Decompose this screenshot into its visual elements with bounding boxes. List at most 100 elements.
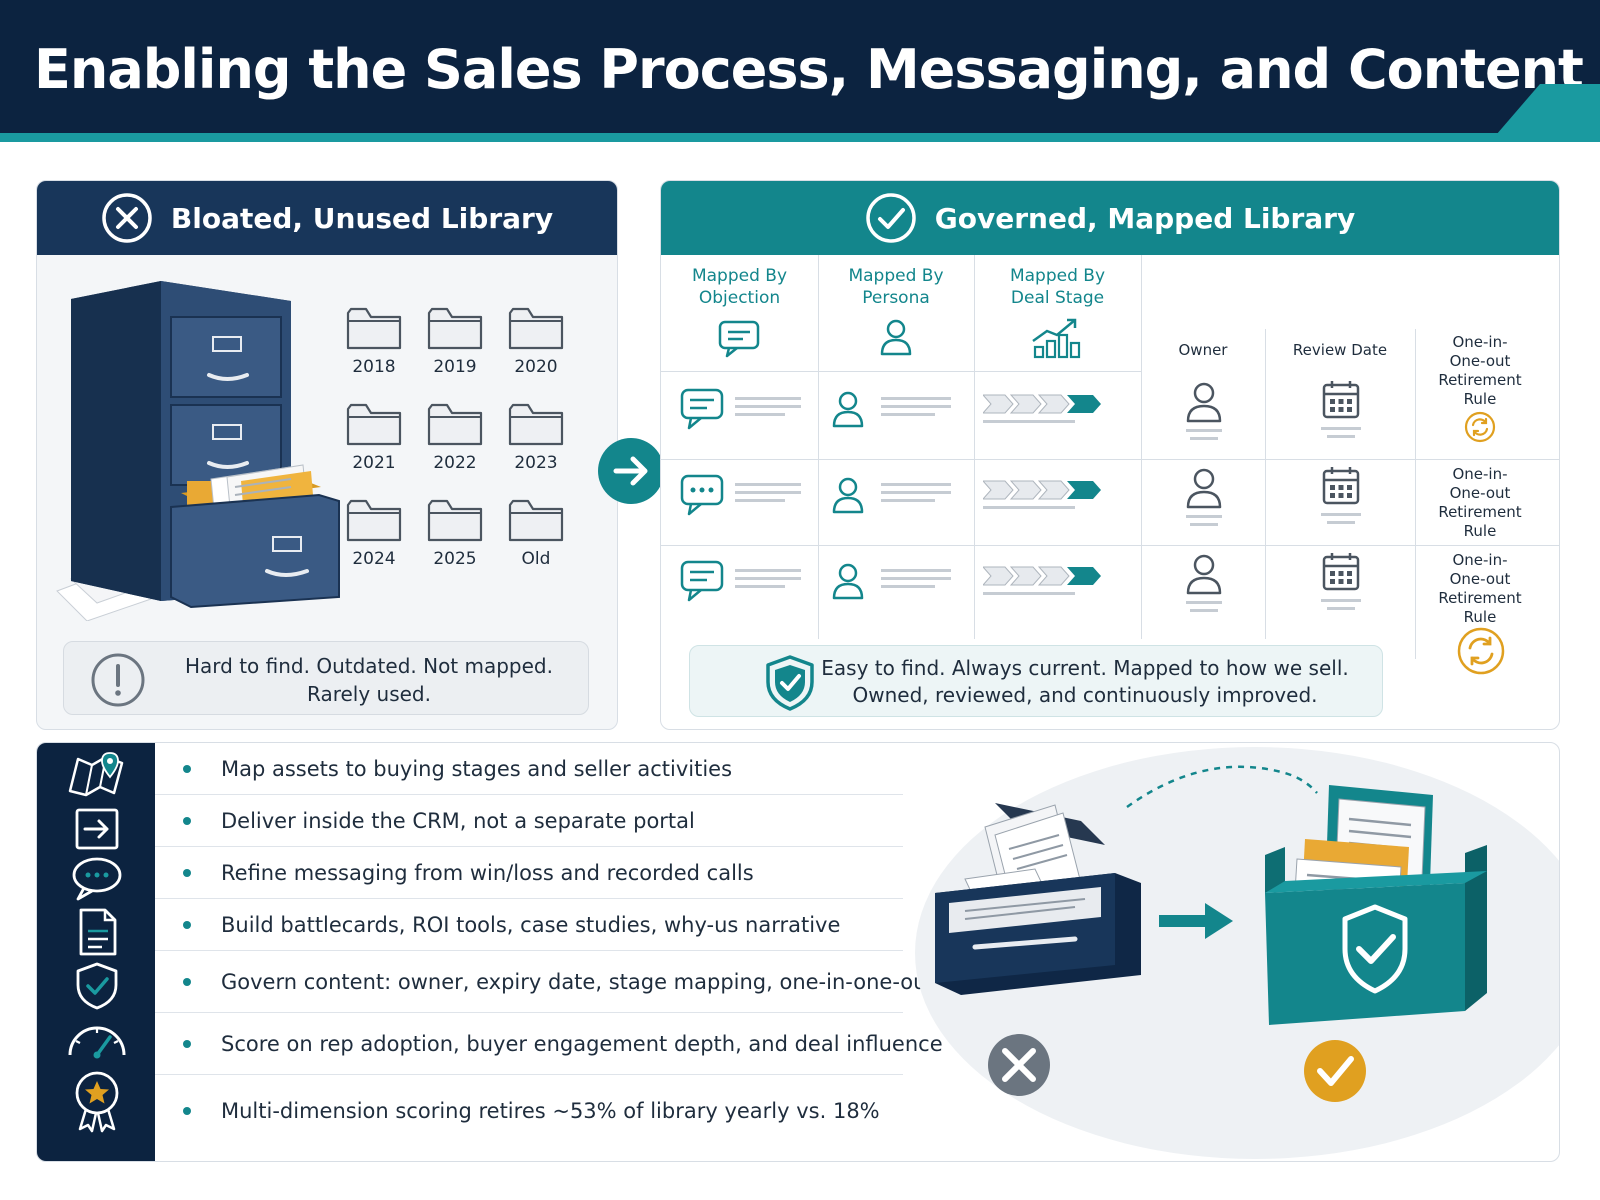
governed-library-title: Governed, Mapped Library [934,201,1356,235]
stage-progress-chevrons [983,480,1101,509]
folder-icon [508,499,564,542]
folder-label: 2018 [352,357,396,377]
check-circle-icon [866,193,916,243]
governed-library-panel: Governed, Mapped Library Mapped By Objec… [660,180,1560,730]
bullet-text: Refine messaging from win/loss and recor… [221,860,754,885]
bullet-dot [183,764,191,773]
column-header-review-date: Review Date [1292,341,1388,359]
cluttered-tray-icon [935,803,1141,995]
bullet-dot [183,868,191,877]
calendar-icon [1321,381,1361,438]
folder-icon [427,499,483,542]
list-item: Govern content: owner, expiry date, stag… [155,951,935,1013]
column-header-line: Deal Stage [1010,288,1105,308]
list-item: Deliver inside the CRM, not a separate p… [155,795,903,847]
filing-cabinet-icon [56,281,340,621]
organized-box-icon [1265,785,1487,1025]
grid-divider [661,459,1559,460]
bullet-dot [183,816,191,825]
person-icon [832,391,864,428]
retire-line: Rule [1463,608,1497,626]
folder-icon [427,403,483,446]
chat-icon [72,857,122,901]
folder-label: 2020 [514,357,558,377]
bullet-text: Deliver inside the CRM, not a separate p… [221,808,695,833]
bullet-text: Score on rep adoption, buyer engagement … [221,1031,943,1056]
header-accent-shape [1490,84,1600,142]
list-item: Refine messaging from win/loss and recor… [155,847,903,899]
library-transformation-illustration [915,747,1559,1159]
retirement-rule-label: One-in- One-out Retirement Rule [1415,551,1545,627]
folder-icon [346,307,402,350]
bloated-library-header: Bloated, Unused Library [37,181,617,255]
folder-label: 2025 [433,549,477,569]
check-status-icon [1304,1040,1366,1102]
grid-divider [974,255,975,639]
calendar-icon [1321,467,1361,524]
grid-divider [1415,329,1416,659]
column-header-line: Objection [698,288,781,308]
grid-divider [818,255,819,639]
arrow-right-icon [598,438,664,504]
owner-person-icon [1186,554,1222,612]
chat-dots-icon [680,474,724,516]
text-lines-placeholder [735,569,801,588]
folder-icon [427,307,483,350]
column-header-line: Persona [862,288,930,308]
bullet-text: Multi-dimension scoring retires ~53% of … [221,1099,880,1123]
header-stripe [0,133,1600,142]
retirement-rule-label: One-in- One-out Retirement Rule [1415,465,1545,541]
header-banner: Enabling the Sales Process, Messaging, a… [0,0,1600,142]
bullet-text: Map assets to buying stages and seller a… [221,756,733,781]
folder-label: 2024 [352,549,396,569]
stage-progress-chevrons [983,566,1101,595]
note-line: Hard to find. Outdated. Not mapped. [185,654,553,678]
person-icon [880,319,912,356]
bullet-dot [183,920,191,929]
refresh-cycle-icon [1457,627,1505,675]
folder-2022: 2022 [420,401,490,473]
folder-2025: 2025 [420,497,490,569]
list-item: Map assets to buying stages and seller a… [155,743,903,795]
list-item: Multi-dimension scoring retires ~53% of … [155,1075,903,1147]
grid-divider [1265,329,1266,639]
folder-icon [346,499,402,542]
note-line: Owned, reviewed, and continuously improv… [852,683,1318,707]
governed-library-note-text: Easy to find. Always current. Mapped to … [800,655,1370,709]
folder-label: Old [521,549,551,569]
text-lines-placeholder [881,397,951,416]
folder-label: 2022 [433,453,477,473]
bloated-library-note: Hard to find. Outdated. Not mapped. Rare… [63,641,589,715]
owner-person-icon [1186,468,1222,526]
retire-line: Rule [1463,522,1497,540]
bullet-dot [183,1107,191,1115]
map-pin-icon [68,752,124,797]
retire-line: Retirement [1438,503,1522,521]
text-lines-placeholder [735,397,801,416]
column-header-line: Rule [1463,390,1497,408]
column-header-line: One-out [1449,352,1511,370]
folder-2023: 2023 [501,401,571,473]
folder-label: 2021 [352,453,396,473]
folder-2024: 2024 [339,497,409,569]
bloated-library-title: Bloated, Unused Library [170,201,554,235]
text-lines-placeholder [881,569,951,588]
text-lines-placeholder [735,483,801,502]
bullet-dot [183,1039,191,1048]
list-item: Score on rep adoption, buyer engagement … [155,1013,943,1075]
gauge-icon [68,1026,126,1059]
person-icon [832,477,864,514]
retire-line: One-in- [1452,465,1508,483]
owner-person-icon [1186,382,1222,440]
icon-sidebar [37,743,155,1161]
stage-progress-chevrons [983,394,1101,423]
governed-library-header: Governed, Mapped Library [661,181,1559,255]
retire-line: One-out [1449,570,1511,588]
column-header-line: One-in- [1452,333,1508,351]
folder-icon [508,403,564,446]
list-item: Build battlecards, ROI tools, case studi… [155,899,903,951]
bullet-text: Govern content: owner, expiry date, stag… [221,969,935,994]
text-lines-placeholder [881,483,951,502]
column-header-persona: Mapped By Persona [818,265,974,309]
chat-bubble-icon [718,320,760,358]
